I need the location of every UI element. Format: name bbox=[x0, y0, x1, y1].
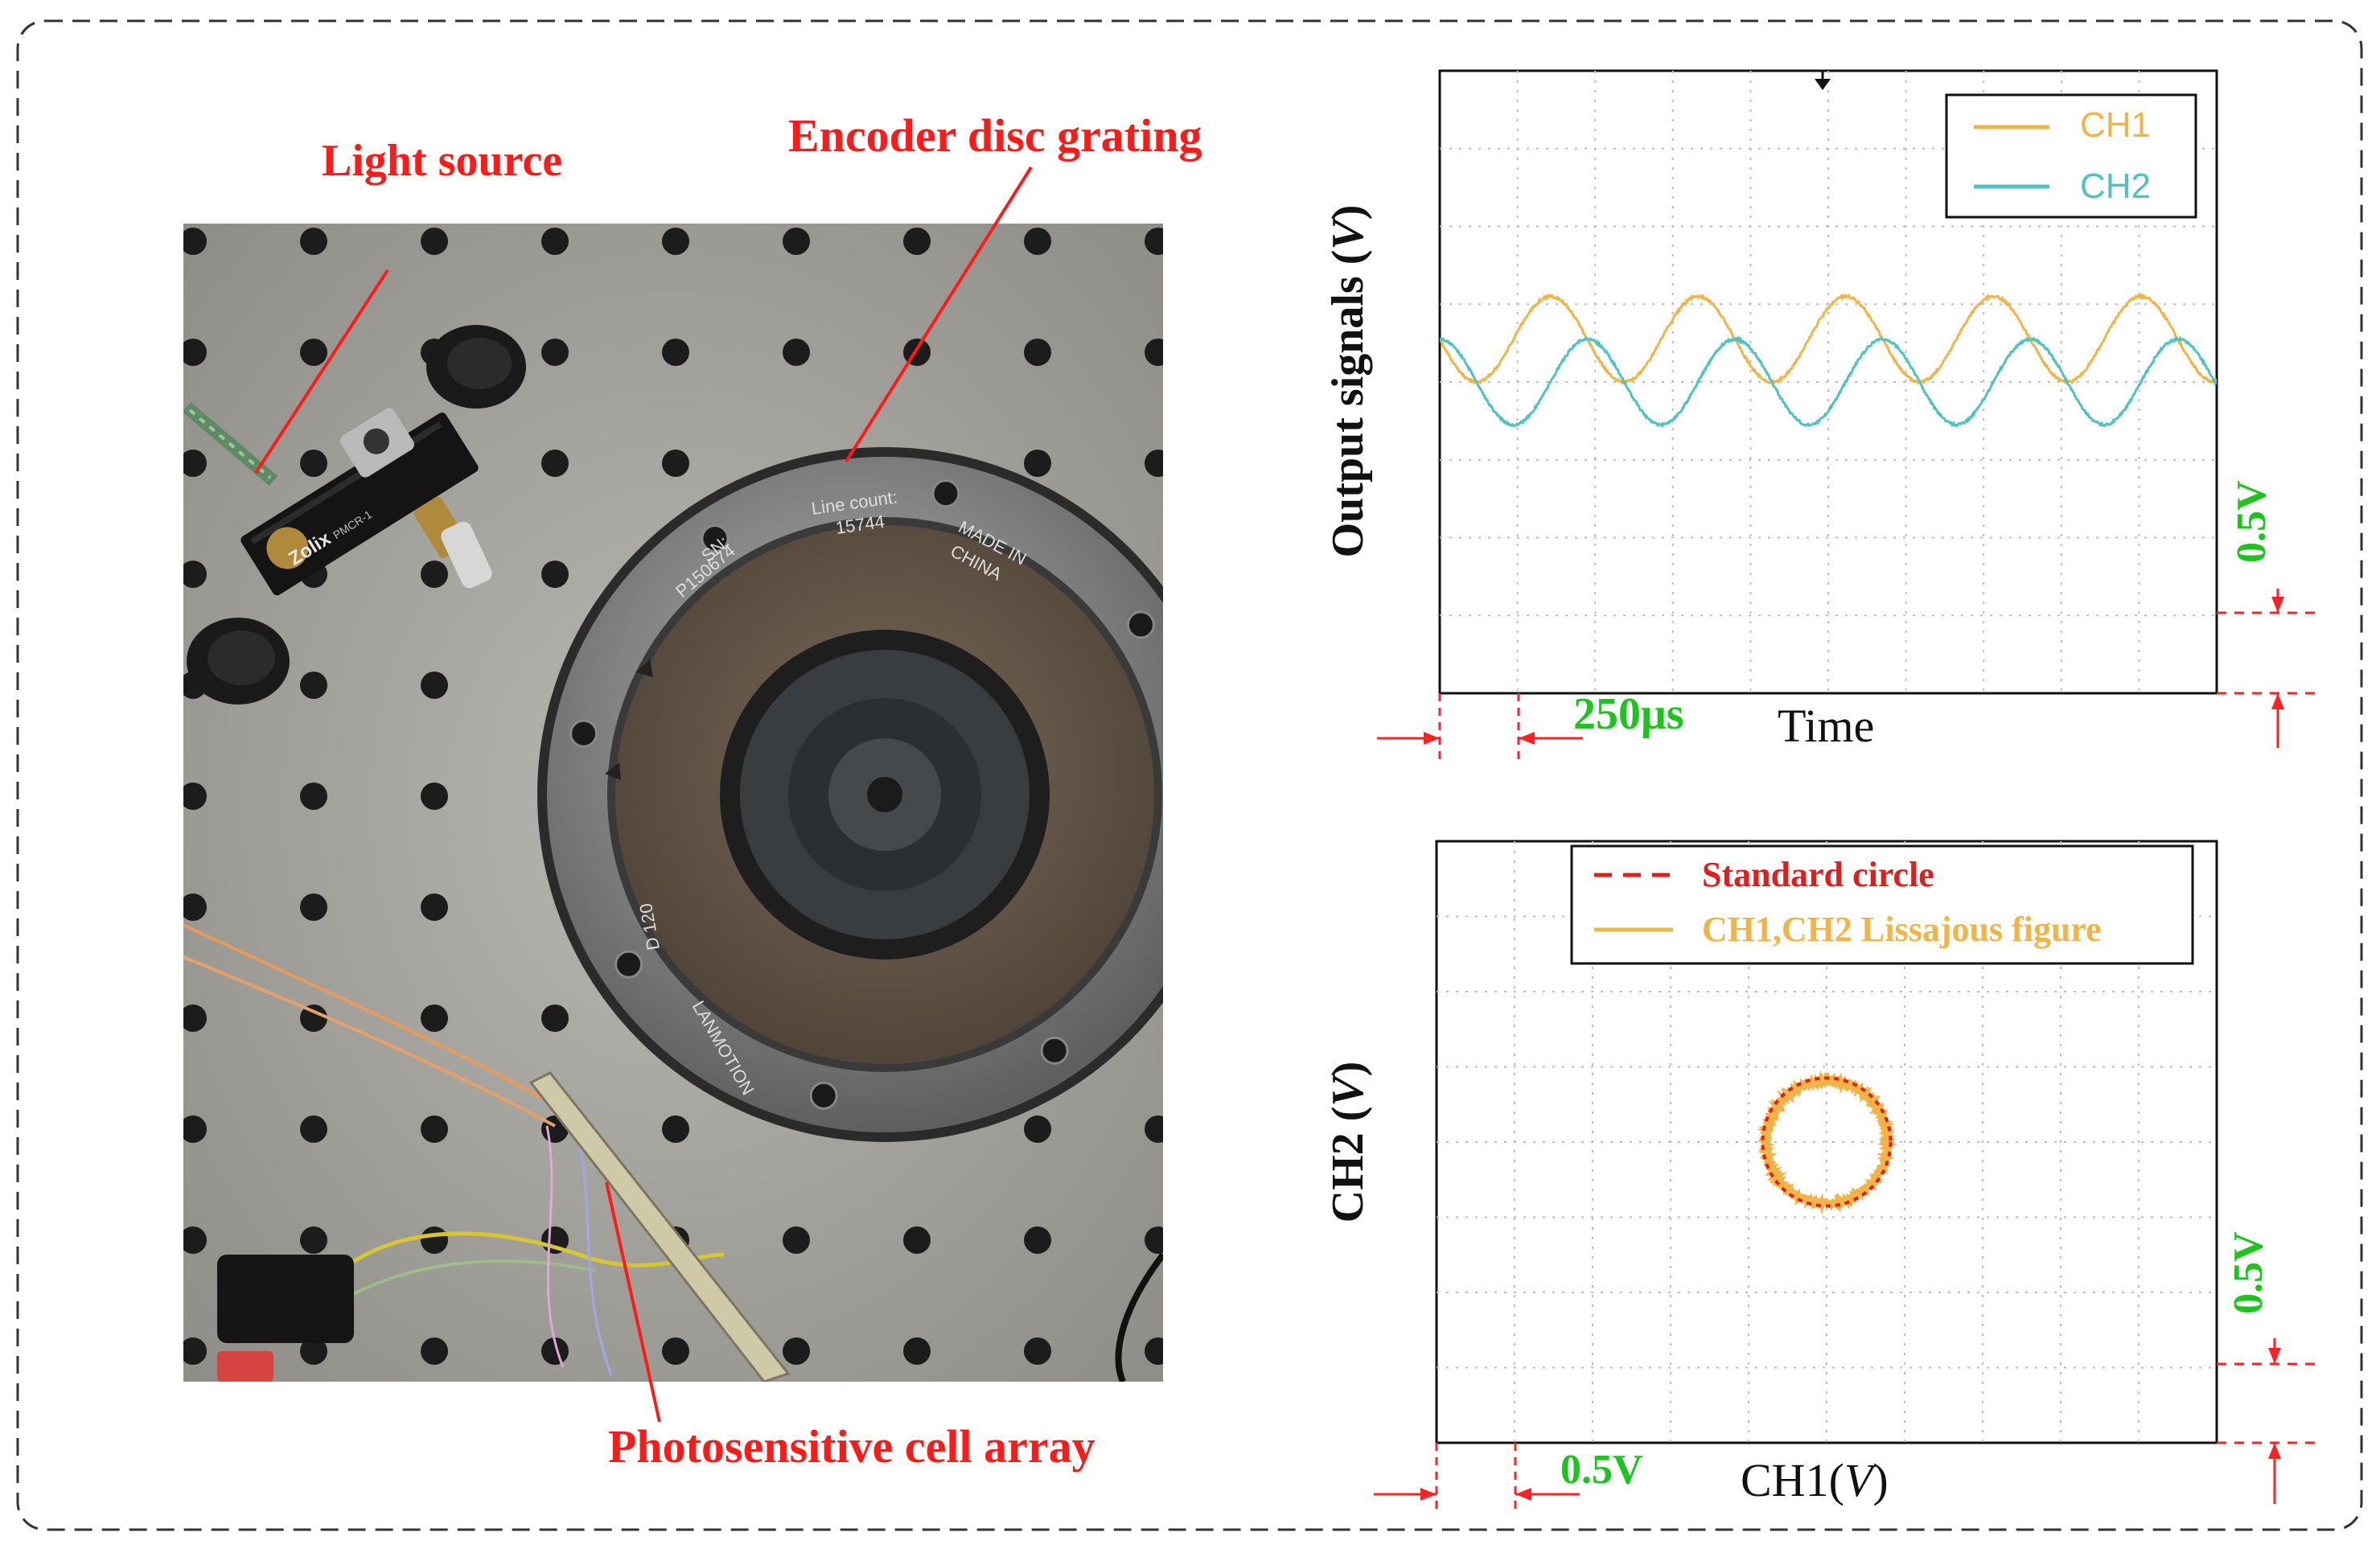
disc-screw bbox=[616, 951, 642, 977]
disc-screw bbox=[1042, 1037, 1067, 1063]
breadboard-hole bbox=[783, 228, 810, 255]
breadboard-hole bbox=[421, 561, 448, 588]
breadboard-hole bbox=[179, 783, 207, 810]
encoder-disc-label: Encoder disc grating bbox=[788, 109, 1202, 162]
breadboard-hole bbox=[421, 894, 448, 921]
breadboard-hole bbox=[300, 783, 327, 810]
x-voltage-scale-label: 0.5V bbox=[1560, 1447, 1643, 1493]
breadboard-hole bbox=[421, 1115, 448, 1143]
breadboard-hole bbox=[903, 1337, 931, 1365]
breadboard-hole bbox=[1145, 450, 1172, 477]
breadboard-hole bbox=[421, 783, 448, 810]
legend-lissajous-label: CH1,CH2 Lissajous figure bbox=[1702, 910, 2102, 949]
breadboard-hole bbox=[179, 1448, 207, 1476]
breadboard-hole bbox=[421, 1337, 448, 1365]
disc-screw bbox=[811, 1083, 836, 1108]
breadboard-hole bbox=[179, 894, 207, 921]
breadboard-hole bbox=[179, 561, 207, 588]
breadboard-hole bbox=[1024, 1337, 1051, 1365]
breadboard-hole bbox=[300, 1448, 327, 1476]
breadboard-hole bbox=[421, 672, 448, 699]
voltage-scale-label: 0.5V bbox=[2229, 480, 2275, 563]
breadboard-hole bbox=[1145, 339, 1172, 366]
y-voltage-scale-label: 0.5V bbox=[2226, 1231, 2271, 1314]
time-scale-label: 250μs bbox=[1573, 689, 1684, 739]
breadboard-hole bbox=[783, 1337, 810, 1365]
breadboard-hole bbox=[1145, 1115, 1172, 1143]
breadboard-hole bbox=[300, 450, 327, 477]
photocell-label: Photosensitive cell array bbox=[608, 1420, 1095, 1473]
breadboard-hole bbox=[903, 228, 931, 255]
breadboard-hole bbox=[662, 1337, 689, 1365]
breadboard-hole bbox=[179, 450, 207, 477]
breadboard-hole bbox=[662, 228, 689, 255]
breadboard-hole bbox=[1024, 339, 1051, 366]
breadboard-hole bbox=[783, 1226, 810, 1254]
legend-ch2-label: CH2 bbox=[2080, 166, 2151, 206]
breadboard-hole bbox=[1145, 1226, 1172, 1254]
breadboard-hole bbox=[179, 228, 207, 255]
breadboard-hole bbox=[300, 228, 327, 255]
breadboard-hole bbox=[662, 339, 689, 366]
breadboard-hole bbox=[541, 228, 569, 255]
breadboard-hole bbox=[662, 1115, 689, 1143]
lissajous-chart-y-axis-label: CH2 (V) bbox=[1323, 1062, 1373, 1223]
breadboard-hole bbox=[421, 228, 448, 255]
disc-screw bbox=[933, 481, 959, 507]
breadboard-hole bbox=[300, 1226, 327, 1254]
encoder-disc bbox=[537, 447, 1232, 1142]
breadboard-hole bbox=[1145, 1337, 1172, 1365]
breadboard-hole bbox=[300, 894, 327, 921]
lissajous-chart-x-axis-label: CH1(V) bbox=[1741, 1454, 1889, 1506]
breadboard-hole bbox=[541, 1448, 569, 1476]
disc-screw bbox=[1173, 843, 1198, 869]
breadboard-hole bbox=[541, 561, 569, 588]
breadboard-hole bbox=[1145, 1448, 1172, 1476]
breadboard-hole bbox=[421, 1226, 448, 1254]
disc-screw bbox=[1128, 612, 1153, 638]
breadboard-hole bbox=[1024, 1115, 1051, 1143]
photo-panel: Line count: 15744 SN: P150674 MADE IN CH… bbox=[179, 224, 1232, 1476]
signal-chart: CH1 CH2 Output signals (V) Time 250μs 0.… bbox=[1323, 71, 2316, 762]
disc-screw bbox=[571, 721, 597, 746]
light-source-label: Light source bbox=[322, 136, 562, 186]
breadboard-hole bbox=[179, 1226, 207, 1254]
breadboard-hole bbox=[421, 1004, 448, 1032]
breadboard-hole bbox=[179, 1115, 207, 1143]
breadboard-hole bbox=[300, 339, 327, 366]
signal-chart-y-axis-label: Output signals (V) bbox=[1323, 205, 1373, 558]
breadboard-hole bbox=[541, 450, 569, 477]
signal-chart-x-axis-label: Time bbox=[1778, 700, 1874, 752]
breadboard-hole bbox=[179, 1004, 207, 1032]
breadboard-hole bbox=[1024, 228, 1051, 255]
legend-ch1-label: CH1 bbox=[2080, 105, 2151, 145]
breadboard-hole bbox=[541, 1004, 569, 1032]
legend-standard-circle-label: Standard circle bbox=[1702, 855, 1934, 894]
breadboard-hole bbox=[1024, 450, 1051, 477]
breadboard-hole bbox=[300, 1115, 327, 1143]
breadboard-hole bbox=[1145, 228, 1172, 255]
lissajous-chart: Standard circle CH1,CH2 Lissajous figure… bbox=[1323, 841, 2316, 1509]
breadboard-hole bbox=[541, 339, 569, 366]
breadboard-hole bbox=[421, 1448, 448, 1476]
breadboard-hole bbox=[903, 1226, 931, 1254]
breadboard-hole bbox=[662, 450, 689, 477]
breadboard-hole bbox=[300, 672, 327, 699]
breadboard-hole bbox=[1024, 1226, 1051, 1254]
breadboard-hole bbox=[179, 1337, 207, 1365]
signal-chart-legend bbox=[1946, 95, 2196, 217]
breadboard-hole bbox=[783, 339, 810, 366]
breadboard-hole bbox=[179, 339, 207, 366]
